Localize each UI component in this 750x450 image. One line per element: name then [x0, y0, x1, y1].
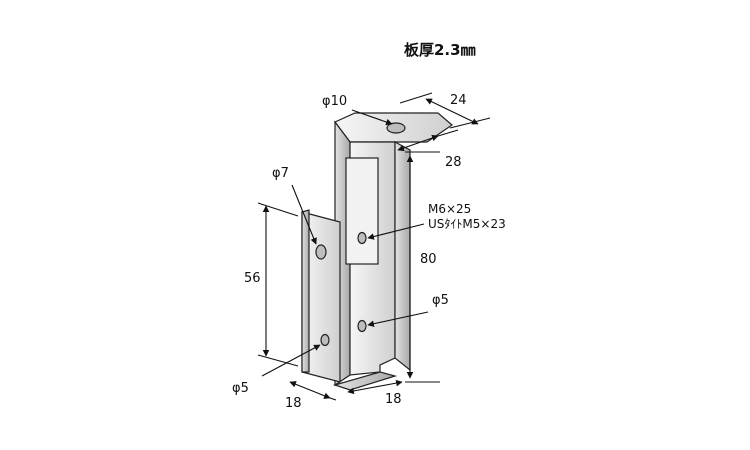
right-plate [394, 141, 411, 372]
label-depth-top: 28 [445, 155, 462, 170]
label-bolt-line1: M6×25 [428, 202, 471, 216]
hole-top [386, 122, 406, 134]
front-plate-edge [301, 209, 310, 373]
label-height-right: 80 [420, 252, 437, 267]
label-hole-right-lower: φ5 [432, 293, 449, 308]
label-height-left: 56 [244, 271, 261, 286]
hole-upper-left [315, 244, 327, 260]
hole-back-upper [357, 231, 367, 245]
hole-back-lower [357, 319, 367, 333]
dimension-labels: φ10 24 28 φ7 56 φ5 18 18 80 φ5 M6×25 USﾀ… [232, 93, 506, 411]
plate-thickness-title: 板厚2.3㎜ [404, 41, 476, 59]
label-width-bottom-left: 18 [285, 396, 302, 411]
label-hole-top: φ10 [322, 94, 347, 109]
label-bolt-line2: USﾀｲﾄM5×23 [428, 217, 506, 231]
label-hole-upper-left: φ7 [272, 166, 289, 181]
label-hole-lower-left: φ5 [232, 381, 249, 396]
label-width-top: 24 [450, 93, 467, 108]
back-slot [345, 157, 379, 265]
label-width-bottom-right: 18 [385, 392, 402, 407]
hole-lower-left [320, 333, 330, 347]
dimension-lines [257, 92, 491, 401]
bracket [301, 112, 453, 391]
